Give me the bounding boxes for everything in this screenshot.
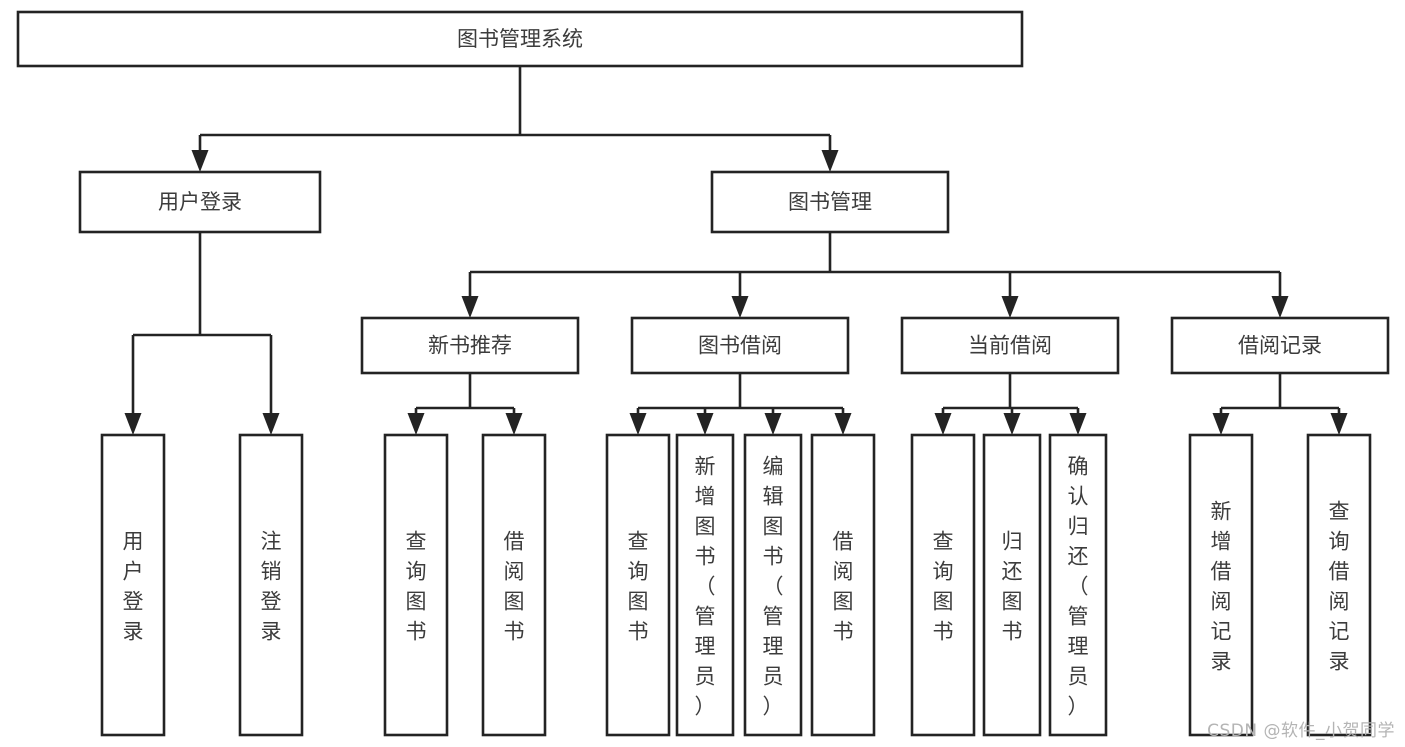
node-leaf-return-book[interactable]: 归还图书 [982,433,1042,737]
node-leaf-add-book[interactable]: 新增图书（管理员） [675,433,735,737]
node-label: 新增借阅记录 [1211,499,1232,673]
connector-group [124,232,280,435]
node-book-manage[interactable]: 图书管理 [710,170,950,234]
node-label: 查询图书 [406,529,427,643]
node-current-borrow[interactable]: 当前借阅 [900,316,1120,375]
node-leaf-borrow-book-2[interactable]: 借阅图书 [810,433,876,737]
node-label: 查询图书 [628,529,649,643]
node-label: 新增图书（管理员） [695,454,716,718]
node-label: 归还图书 [1002,529,1023,643]
connector-group [1212,373,1348,435]
node-leaf-query-record[interactable]: 查询借阅记录 [1306,433,1372,737]
node-leaf-user-logout[interactable]: 注销登录 [238,433,304,737]
watermark-text: CSDN @软件_小贺同学 [1207,721,1395,741]
connector-group [629,373,852,435]
node-label: 用户登录 [123,529,144,643]
connector-group [934,373,1087,435]
node-leaf-confirm-return[interactable]: 确认归还（管理员） [1048,433,1108,737]
connector-layer [124,66,1348,435]
node-label: 图书管理 [788,190,872,214]
node-root[interactable]: 图书管理系统 [16,10,1024,68]
node-leaf-query-book-2[interactable]: 查询图书 [605,433,671,737]
node-label: 借阅记录 [1238,334,1322,358]
node-label: 新书推荐 [428,334,512,358]
connector-group [191,66,839,172]
node-label: 注销登录 [261,529,282,643]
node-layer: 图书管理系统用户登录图书管理新书推荐图书借阅当前借阅借阅记录用户登录注销登录查询… [16,10,1390,737]
node-leaf-edit-book[interactable]: 编辑图书（管理员） [743,433,803,737]
node-label: 查询借阅记录 [1329,499,1350,673]
node-leaf-query-book-1[interactable]: 查询图书 [383,433,449,737]
node-borrow-record[interactable]: 借阅记录 [1170,316,1390,375]
node-book-borrow[interactable]: 图书借阅 [630,316,850,375]
node-label: 借阅图书 [504,529,525,643]
node-label: 确认归还（管理员） [1068,454,1089,718]
node-label: 当前借阅 [968,334,1052,358]
node-label: 查询图书 [933,529,954,643]
node-label: 用户登录 [158,190,242,214]
connector-group [407,373,523,435]
connector-group [461,232,1289,318]
node-label: 编辑图书（管理员） [763,454,784,718]
node-label: 图书管理系统 [457,27,583,51]
node-leaf-add-record[interactable]: 新增借阅记录 [1188,433,1254,737]
node-leaf-query-book-3[interactable]: 查询图书 [910,433,976,737]
node-label: 图书借阅 [698,334,782,358]
node-label: 借阅图书 [833,529,854,643]
node-leaf-borrow-book-1[interactable]: 借阅图书 [481,433,547,737]
node-new-book-rec[interactable]: 新书推荐 [360,316,580,375]
node-leaf-user-login[interactable]: 用户登录 [100,433,166,737]
node-user-login[interactable]: 用户登录 [78,170,322,234]
